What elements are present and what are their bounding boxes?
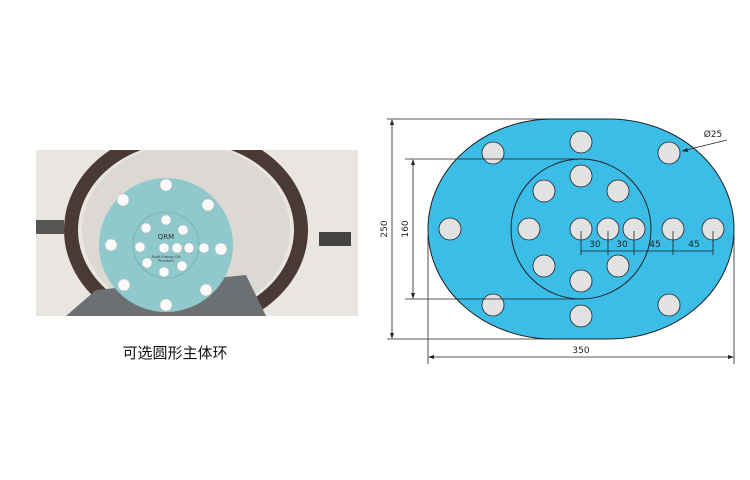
phantom-label: QRM: [158, 233, 174, 241]
holes: [438, 130, 725, 328]
phantom-sublabel-2: Phantom: [158, 259, 174, 263]
dim-width: 350: [572, 346, 589, 356]
dim-spacing-3: 45: [649, 240, 660, 250]
caption: 可选圆形主体环: [122, 344, 228, 362]
dim-height: 250: [380, 220, 390, 237]
hole: [569, 269, 593, 293]
dim-spacing-2: 30: [616, 240, 628, 250]
phantom-photo: QRM Multi-Energy-QA Phantom: [36, 150, 358, 316]
hole: [606, 179, 630, 203]
phantom-sublabel-1: Multi-Energy-QA: [152, 255, 181, 259]
hole: [438, 217, 462, 241]
hole: [569, 130, 593, 154]
hole: [569, 304, 593, 328]
dim-spacing-4: 45: [688, 240, 699, 250]
hole: [569, 164, 593, 188]
hole: [657, 141, 681, 165]
hole: [657, 293, 681, 317]
hole: [517, 217, 541, 241]
dim-hole-diameter: Ø25: [704, 129, 723, 140]
hole: [481, 293, 505, 317]
hole: [606, 254, 630, 278]
dim-spacing-1: 30: [589, 240, 601, 250]
hole: [532, 254, 556, 278]
hole: [532, 179, 556, 203]
dim-inner-diameter: 160: [401, 220, 411, 237]
hole: [481, 141, 505, 165]
